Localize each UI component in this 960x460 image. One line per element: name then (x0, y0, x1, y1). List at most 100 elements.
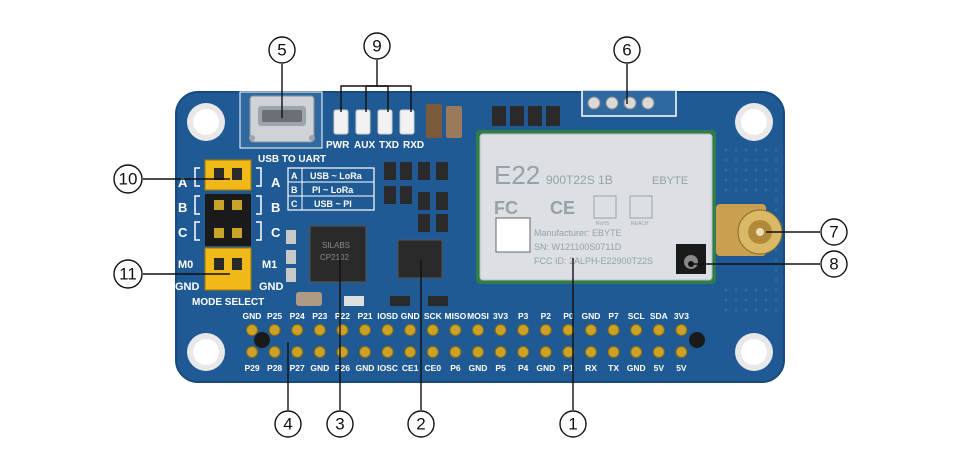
via (734, 308, 738, 312)
header-label-bottom-0: P29 (244, 363, 259, 373)
header-pin (472, 346, 484, 358)
usb-uart-chip (309, 225, 367, 283)
header-label-top-14: P0 (563, 311, 574, 321)
callout-6: 6 (622, 41, 631, 60)
header-label-bottom-6: IOSC (377, 363, 398, 373)
module-sn: SN: W121100S0711D (534, 242, 622, 252)
via (724, 148, 728, 152)
header-label-bottom-1: P28 (267, 363, 282, 373)
bracket-marks (194, 167, 262, 241)
header-pin (494, 324, 507, 336)
via (774, 298, 778, 302)
module-mark-fc: FC (494, 198, 518, 218)
header-label-bottom-2: P27 (290, 363, 305, 373)
header-pin (381, 324, 394, 336)
via (764, 158, 768, 162)
lora-module (476, 130, 716, 284)
header-pin (291, 346, 304, 358)
callout-9: 9 (372, 37, 381, 56)
led-label-aux: AUX (354, 140, 375, 151)
via (744, 148, 748, 152)
led-label-rxd: RXD (403, 140, 424, 151)
jumper-left-c: C (178, 225, 188, 240)
module-mark-ce: CE (550, 198, 575, 218)
header-label-top-19: 3V3 (674, 311, 689, 321)
mode-key-c: C (291, 199, 298, 209)
header-pin (675, 324, 688, 336)
via (764, 288, 768, 292)
via (754, 168, 758, 172)
module-manufacturer: Manufacturer: EBYTE (534, 228, 622, 238)
via (764, 168, 768, 172)
header-label-top-13: P2 (541, 311, 552, 321)
callout-1: 1 (568, 415, 577, 434)
header-label-bottom-17: GND (627, 363, 646, 373)
header-label-bottom-4: P26 (335, 363, 350, 373)
via (734, 158, 738, 162)
m1-label: M1 (262, 259, 277, 271)
via (724, 288, 728, 292)
via (754, 298, 758, 302)
callout-8: 8 (829, 255, 838, 274)
via (754, 158, 758, 162)
header-pin (359, 346, 371, 358)
module-model: E22 (494, 160, 540, 190)
header-pin (313, 346, 326, 358)
via (724, 188, 728, 192)
header-pin (426, 324, 439, 336)
via (774, 188, 778, 192)
jumper-right-a: A (271, 175, 281, 190)
callout-10: 10 (119, 170, 138, 189)
header-label-top-12: P3 (518, 311, 529, 321)
header-pin (607, 324, 620, 336)
header-pin (652, 324, 665, 336)
header-label-top-17: SCL (628, 311, 645, 321)
via (734, 298, 738, 302)
via (734, 188, 738, 192)
header-label-bottom-9: P6 (450, 363, 461, 373)
via (774, 308, 778, 312)
mode-table (287, 167, 375, 211)
header-pin (539, 324, 552, 336)
mode-key-b: B (291, 185, 298, 195)
via (744, 298, 748, 302)
header-pin (562, 346, 575, 358)
via (774, 268, 778, 272)
header-pin (404, 346, 417, 358)
via (754, 148, 758, 152)
header-pin (652, 346, 665, 358)
via (754, 178, 758, 182)
via (774, 288, 778, 292)
header-label-top-5: P21 (357, 311, 372, 321)
header-label-bottom-3: GND (310, 363, 329, 373)
header-label-top-9: MISO (445, 311, 467, 321)
via (774, 158, 778, 162)
via (764, 148, 768, 152)
header-label-top-8: SCK (424, 311, 443, 321)
jumper-right-b: B (271, 200, 280, 215)
gnd-right-label: GND (259, 281, 284, 293)
mode-jumper-block (204, 159, 252, 291)
header-label-top-11: 3V3 (493, 311, 508, 321)
module-brand: EBYTE (652, 175, 688, 187)
header-pin (630, 346, 643, 358)
via (744, 308, 748, 312)
via (764, 188, 768, 192)
header-pin (539, 346, 552, 358)
chip-label-2: CP2102 (320, 253, 349, 262)
callout-5: 5 (277, 41, 286, 60)
status-leds (333, 109, 415, 135)
via (764, 298, 768, 302)
header-label-bottom-18: 5V (654, 363, 665, 373)
sma-connector (716, 204, 783, 256)
via (774, 148, 778, 152)
header-standoffs (254, 332, 705, 348)
level-shifter-chip (397, 239, 443, 279)
header-pin (449, 346, 462, 358)
via (744, 168, 748, 172)
header-label-top-16: P7 (608, 311, 619, 321)
rohs-badge-label: RoHS (596, 221, 610, 227)
header-label-bottom-10: GND (469, 363, 488, 373)
header-label-bottom-5: GND (356, 363, 375, 373)
